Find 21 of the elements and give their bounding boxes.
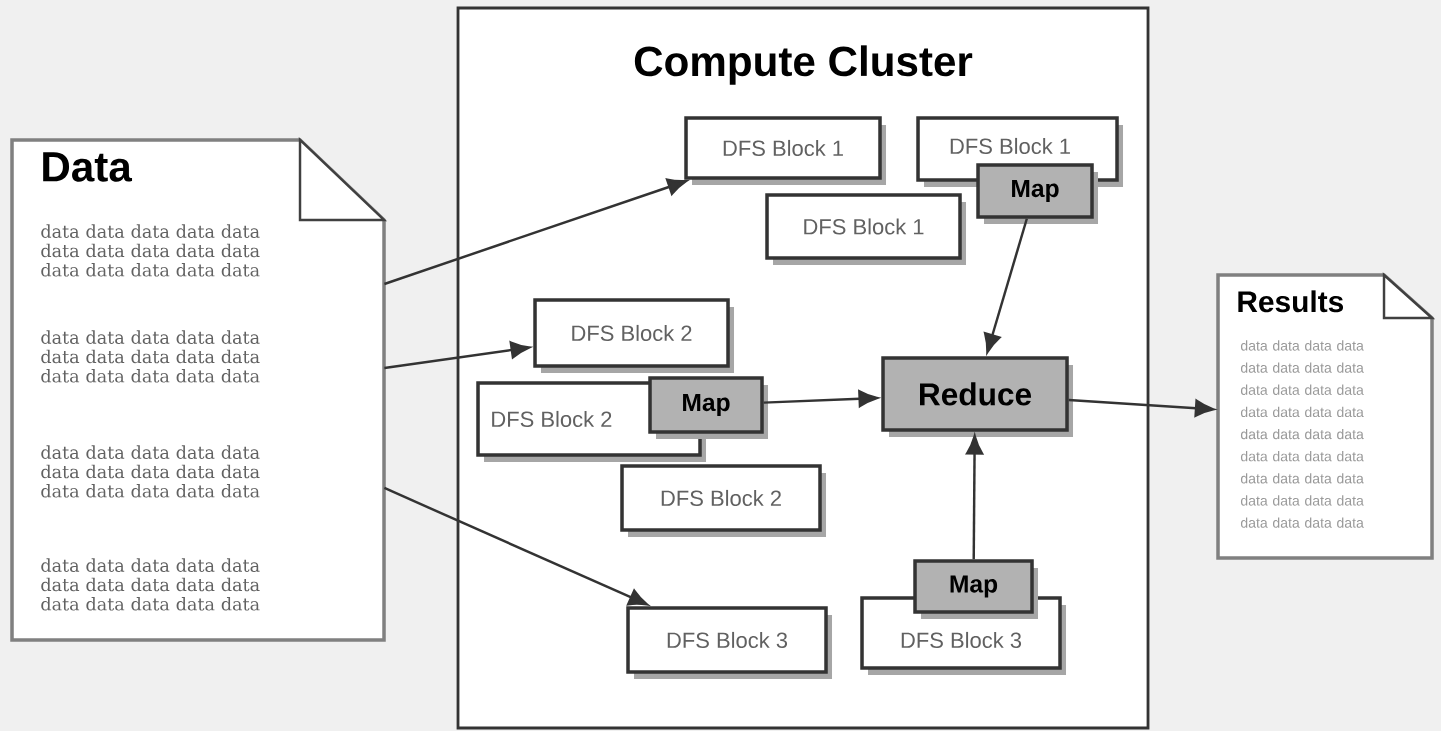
reduce-box: Reduce bbox=[881, 356, 1073, 437]
document-title: Results bbox=[1238, 290, 1344, 313]
text-paragraph: data data data data data data data data data data data data data data data bbox=[41, 445, 260, 498]
block-box: DFS Block 1 bbox=[684, 116, 886, 185]
block-box: DFS Block 3 bbox=[626, 606, 832, 679]
document-title: Data bbox=[43, 152, 133, 182]
map-box: Map bbox=[976, 163, 1098, 224]
text-paragraph: data data data data data data data data data data data data data data data data data data data data data data data data data data data data data data data data data data data data bbox=[1240, 340, 1364, 528]
arrow bbox=[984, 218, 1028, 354]
block-box: DFS Block 2 bbox=[533, 298, 734, 373]
arrow bbox=[383, 178, 687, 286]
text-paragraph: data data data data data data data data data data data data data data data bbox=[41, 330, 260, 383]
text-paragraph: data data data data data data data data data data data data data data data bbox=[41, 558, 260, 611]
text-paragraph: data data data data data data data data data data data data data data data bbox=[41, 224, 260, 277]
map-box: Map bbox=[648, 376, 768, 439]
arrow bbox=[384, 341, 530, 370]
arrow bbox=[383, 486, 649, 606]
block-box: DFS Block 1 bbox=[765, 193, 966, 265]
map-box: Map bbox=[913, 559, 1038, 619]
arrow bbox=[763, 390, 878, 408]
block-box: DFS Block 2 bbox=[620, 464, 826, 537]
